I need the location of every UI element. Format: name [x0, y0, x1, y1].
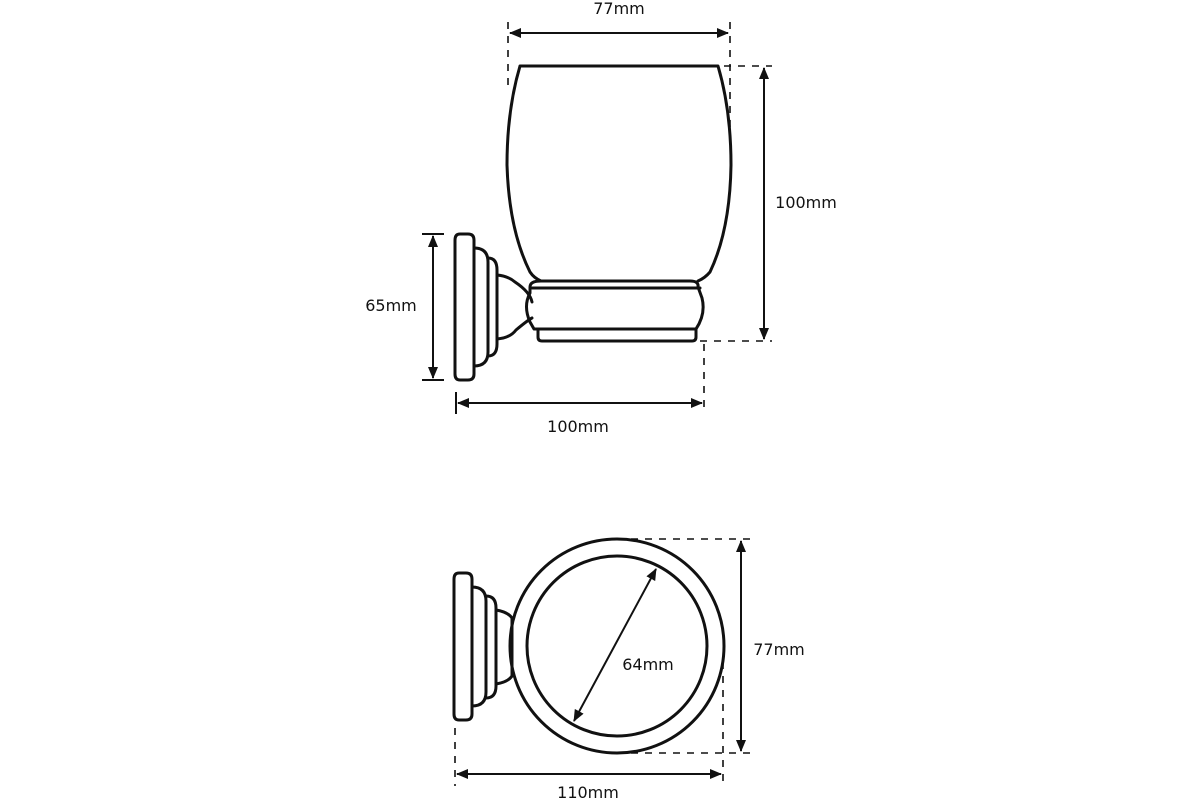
bracket-height-label: 65mm [365, 296, 417, 315]
top-outer-ring [508, 537, 726, 755]
side-wall-plate [453, 232, 476, 382]
side-holder-base [536, 327, 698, 343]
top-view: 64mm 77mm 110mm [452, 537, 805, 800]
side-height-label: 100mm [775, 193, 837, 212]
side-holder-ring [525, 279, 705, 331]
outer-diameter-label: 77mm [753, 640, 805, 659]
side-depth-label: 100mm [547, 417, 609, 436]
inner-diameter-label: 64mm [622, 655, 674, 674]
side-view: 77mm 100mm 65mm 100mm [365, 0, 837, 436]
top-rosette-step [484, 594, 498, 700]
side-width-label: 77mm [593, 0, 645, 18]
top-rosette [470, 585, 488, 708]
top-depth-label: 110mm [557, 783, 619, 800]
side-rosette-step [486, 256, 499, 358]
side-rosette [472, 246, 490, 368]
side-cup [505, 64, 733, 283]
top-arm [494, 608, 514, 686]
inner-diameter-dim-line [573, 568, 657, 722]
top-inner-ring [525, 554, 709, 738]
top-wall-plate [452, 571, 474, 722]
